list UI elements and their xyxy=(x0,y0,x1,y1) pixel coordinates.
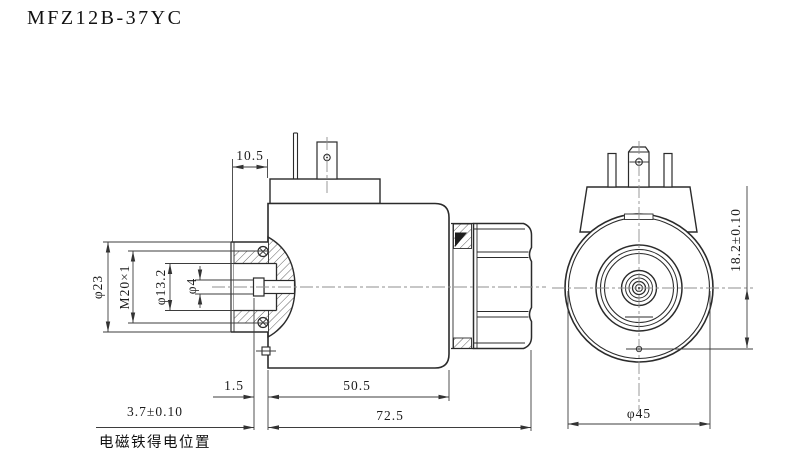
front-terminal-pin-left xyxy=(607,152,617,188)
dim-pin-diameter: φ4 xyxy=(184,277,199,295)
side-terminal-pin xyxy=(292,132,299,179)
dim-front-diameter: φ45 xyxy=(626,406,652,421)
side-view xyxy=(230,132,533,369)
o-ring-seals xyxy=(257,245,269,329)
dim-top-width: 10.5 xyxy=(236,148,264,163)
energized-position-note: 电磁铁得电位置 xyxy=(99,435,211,451)
dim-pin-offset: 1.5 xyxy=(224,378,244,393)
dim-thread: M20×1 xyxy=(117,264,132,310)
centerlines xyxy=(212,137,753,410)
bottom-guide-tab xyxy=(256,346,276,356)
front-terminal-pin-right xyxy=(663,152,673,188)
retaining-washers xyxy=(451,222,474,350)
seal-wedge xyxy=(455,232,467,247)
knurled-nut xyxy=(472,222,533,350)
dim-coil-length: 50.5 xyxy=(343,378,371,393)
dim-bore-diameter: φ13.2 xyxy=(153,268,168,306)
drawing-title: MFZ12B-37YC xyxy=(27,7,184,29)
dim-hole-offset: 18.2±0.10 xyxy=(728,208,743,272)
coil-body xyxy=(267,202,450,369)
side-connector-block xyxy=(269,178,381,205)
dim-outer-diameter: φ23 xyxy=(90,274,105,300)
dim-overall-length: 72.5 xyxy=(376,408,404,423)
dim-energized-position: 3.7±0.10 xyxy=(127,404,183,419)
tube-flange xyxy=(230,241,278,333)
front-view xyxy=(564,146,714,363)
